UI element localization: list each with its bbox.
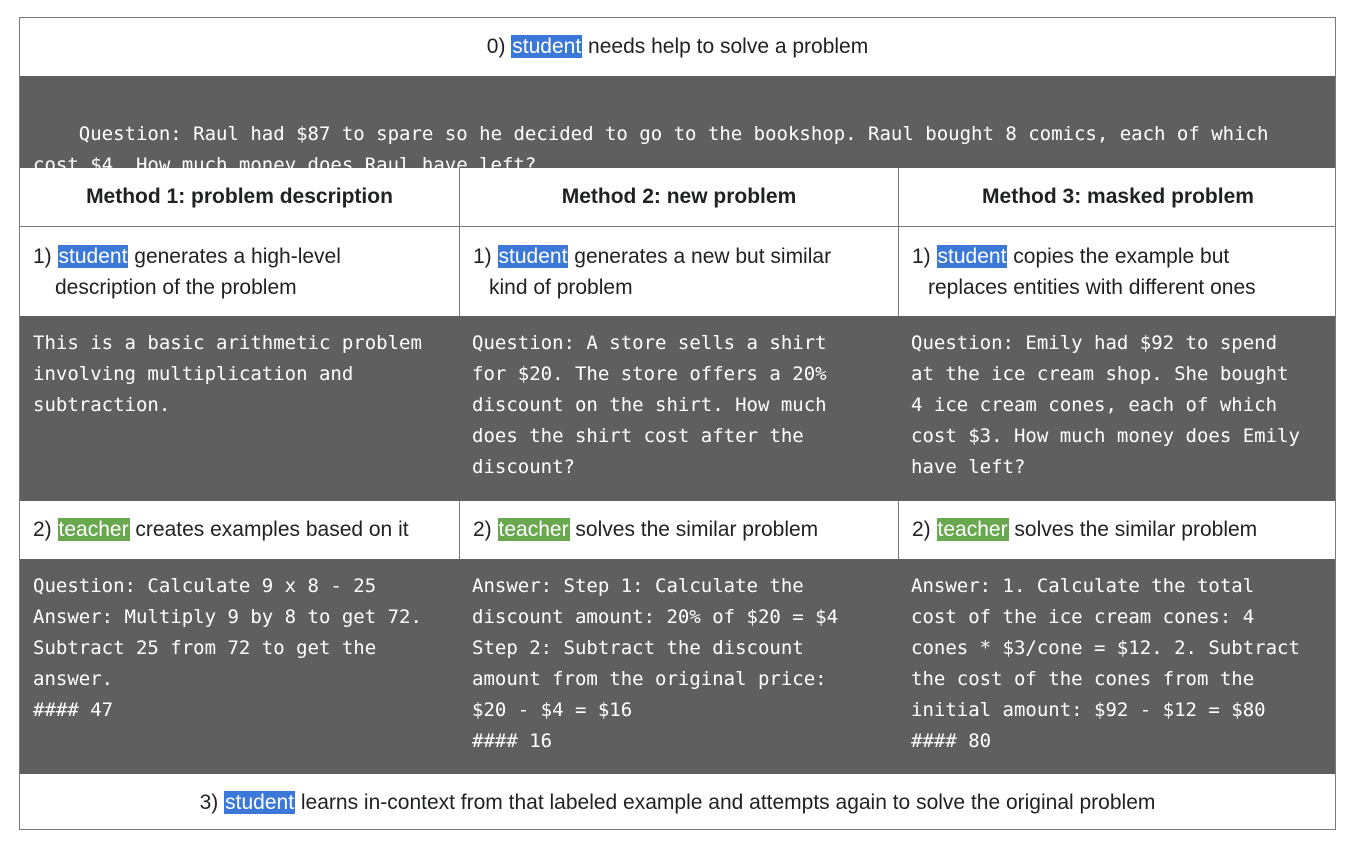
method2-title: Method 2: new problem (459, 168, 898, 226)
step2-row: 2) teacher creates examples based on it … (20, 501, 1335, 559)
step2-prefix: 2) (473, 518, 492, 541)
step0-row: 0) student needs help to solve a problem (20, 18, 1335, 76)
student-tag: student (497, 245, 569, 268)
student-tag: student (511, 35, 583, 58)
step2-text: solves the similar problem (575, 518, 819, 541)
step1-prefix: 1) (33, 245, 52, 268)
method1-step2: 2) teacher creates examples based on it (20, 501, 459, 559)
method1-teacher-output: Question: Calculate 9 x 8 - 25 Answer: M… (33, 575, 422, 721)
step1-text-line2: replaces entities with different ones (928, 276, 1256, 299)
student-tag: student (224, 791, 296, 814)
student-output-row: This is a basic arithmetic problem invol… (20, 316, 1335, 501)
original-question: Question: Raul had $87 to spare so he de… (20, 76, 1335, 176)
step2-prefix: 2) (912, 518, 931, 541)
method3-step1: 1) student copies the example but replac… (898, 227, 1335, 316)
step2-text: creates examples based on it (135, 518, 409, 541)
teacher-tag: teacher (57, 518, 130, 541)
method-header-row: Method 1: problem description Method 2: … (20, 168, 1335, 226)
step1-text-line1: generates a new but similar (574, 245, 832, 268)
student-tag: student (57, 245, 129, 268)
method1-step1: 1) student generates a high-level descri… (20, 227, 459, 316)
student-tag: student (936, 245, 1008, 268)
step3-text: learns in-context from that labeled exam… (300, 791, 1156, 814)
method2-student-output: Question: A store sells a shirt for $20.… (472, 332, 827, 478)
step1-text-line2: description of the problem (55, 276, 297, 299)
teacher-output-row: Question: Calculate 9 x 8 - 25 Answer: M… (20, 559, 1335, 774)
pipeline-diagram: 0) student needs help to solve a problem… (19, 17, 1336, 830)
step0-prefix: 0) (486, 35, 506, 58)
step1-text-line1: copies the example but (1013, 245, 1230, 268)
step1-row: 1) student generates a high-level descri… (20, 226, 1335, 316)
method3-student-output: Question: Emily had $92 to spend at the … (911, 332, 1300, 478)
step2-prefix: 2) (33, 518, 52, 541)
step0-text: needs help to solve a problem (588, 35, 869, 58)
teacher-tag: teacher (497, 518, 570, 541)
step1-text-line2: kind of problem (489, 276, 633, 299)
step2-text: solves the similar problem (1014, 518, 1258, 541)
teacher-tag: teacher (936, 518, 1009, 541)
method2-step1: 1) student generates a new but similar k… (459, 227, 898, 316)
step3-row: 3) student learns in-context from that l… (20, 774, 1335, 829)
step3-prefix: 3) (199, 791, 219, 814)
original-question-text: Question: Raul had $87 to spare so he de… (33, 123, 1280, 176)
method2-step2: 2) teacher solves the similar problem (459, 501, 898, 559)
method3-step2: 2) teacher solves the similar problem (898, 501, 1335, 559)
step1-prefix: 1) (912, 245, 931, 268)
method2-teacher-output: Answer: Step 1: Calculate the discount a… (472, 575, 839, 752)
method1-student-output: This is a basic arithmetic problem invol… (33, 332, 422, 416)
method1-title: Method 1: problem description (86, 185, 393, 208)
method3-teacher-output: Answer: 1. Calculate the total cost of t… (911, 575, 1300, 752)
step1-prefix: 1) (473, 245, 492, 268)
method3-title: Method 3: masked problem (898, 168, 1335, 226)
step1-text-line1: generates a high-level (134, 245, 341, 268)
